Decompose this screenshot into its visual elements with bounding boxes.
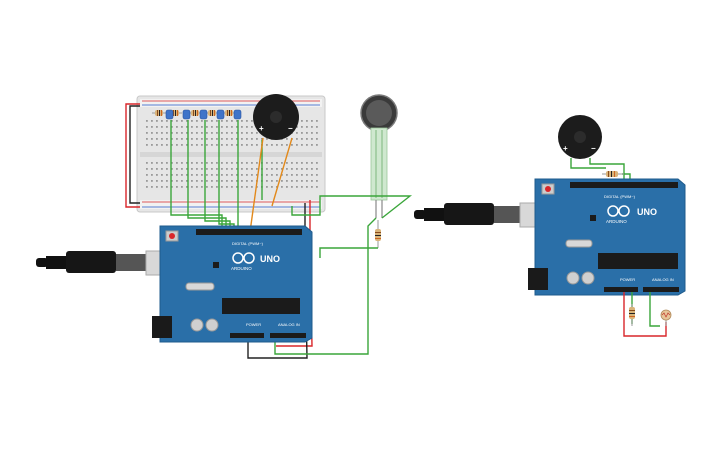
power-header	[230, 333, 264, 338]
photoresistor[interactable]	[660, 309, 672, 326]
led[interactable]	[199, 109, 208, 120]
usb-cable-right[interactable]	[414, 202, 555, 228]
buzzer-plus: +	[259, 124, 264, 133]
resistor-right-bottom[interactable]	[629, 304, 635, 326]
analog-header	[643, 287, 679, 292]
arduino-uno-left[interactable]: DIGITAL (PWM~) POWER ANALOG IN ARDUINO U…	[152, 225, 313, 343]
piezo-buzzer[interactable]: + −	[253, 94, 299, 140]
capacitor	[581, 271, 595, 285]
buzzer-wires-right	[570, 158, 631, 182]
power-label: POWER	[620, 277, 635, 282]
pulldown-resistor[interactable]	[375, 220, 381, 248]
resistor[interactable]	[152, 110, 166, 116]
led[interactable]	[182, 109, 191, 120]
arduino-logo-icon	[607, 205, 630, 217]
leds	[165, 109, 242, 120]
arduino-uno-right[interactable]: DIGITAL (PWM~) POWER ANALOG IN ARDUINO U…	[528, 178, 686, 296]
atmega-chip	[222, 298, 300, 314]
analog-header	[270, 333, 306, 338]
piezo-buzzer-right[interactable]: + −	[558, 115, 602, 159]
model-label: UNO	[260, 254, 280, 264]
capacitor	[205, 318, 219, 332]
right-circuit: + − DIGITAL (PWM~)	[414, 115, 686, 337]
resistor[interactable]	[222, 110, 236, 116]
left-circuit: + −	[36, 94, 413, 359]
digital-header-label: DIGITAL (PWM~)	[604, 194, 636, 199]
capacitor	[566, 271, 580, 285]
power-jack	[528, 268, 548, 290]
power-header	[604, 287, 638, 292]
force-sensor[interactable]	[360, 94, 398, 218]
digital-header	[196, 229, 302, 235]
led[interactable]	[165, 109, 174, 120]
brand-label: ARDUINO	[231, 266, 252, 271]
resistor[interactable]	[188, 110, 202, 116]
capacitor	[190, 318, 204, 332]
breadboard-holes	[146, 120, 318, 188]
analog-label: ANALOG IN	[278, 322, 300, 327]
power-label: POWER	[246, 322, 261, 327]
led[interactable]	[216, 109, 225, 120]
atmega-chip	[598, 253, 678, 269]
buzzer-plus: +	[563, 144, 568, 153]
buzzer-wires-left	[249, 137, 293, 233]
led-resistors	[152, 110, 236, 116]
buzzer-minus: −	[288, 124, 293, 133]
model-label: UNO	[637, 207, 657, 217]
digital-header-label: DIGITAL (PWM~)	[232, 241, 264, 246]
sensor-wires	[274, 195, 413, 355]
analog-label: ANALOG IN	[652, 277, 674, 282]
power-jack	[152, 316, 172, 338]
buzzer-resistor-right[interactable]	[602, 171, 624, 177]
resistor[interactable]	[205, 110, 219, 116]
arduino-logo-icon	[232, 252, 255, 264]
led[interactable]	[233, 109, 242, 120]
brand-label: ARDUINO	[606, 219, 627, 224]
buzzer-minus: −	[591, 144, 596, 153]
usb-cable-left[interactable]	[36, 250, 181, 276]
digital-header	[570, 182, 678, 188]
